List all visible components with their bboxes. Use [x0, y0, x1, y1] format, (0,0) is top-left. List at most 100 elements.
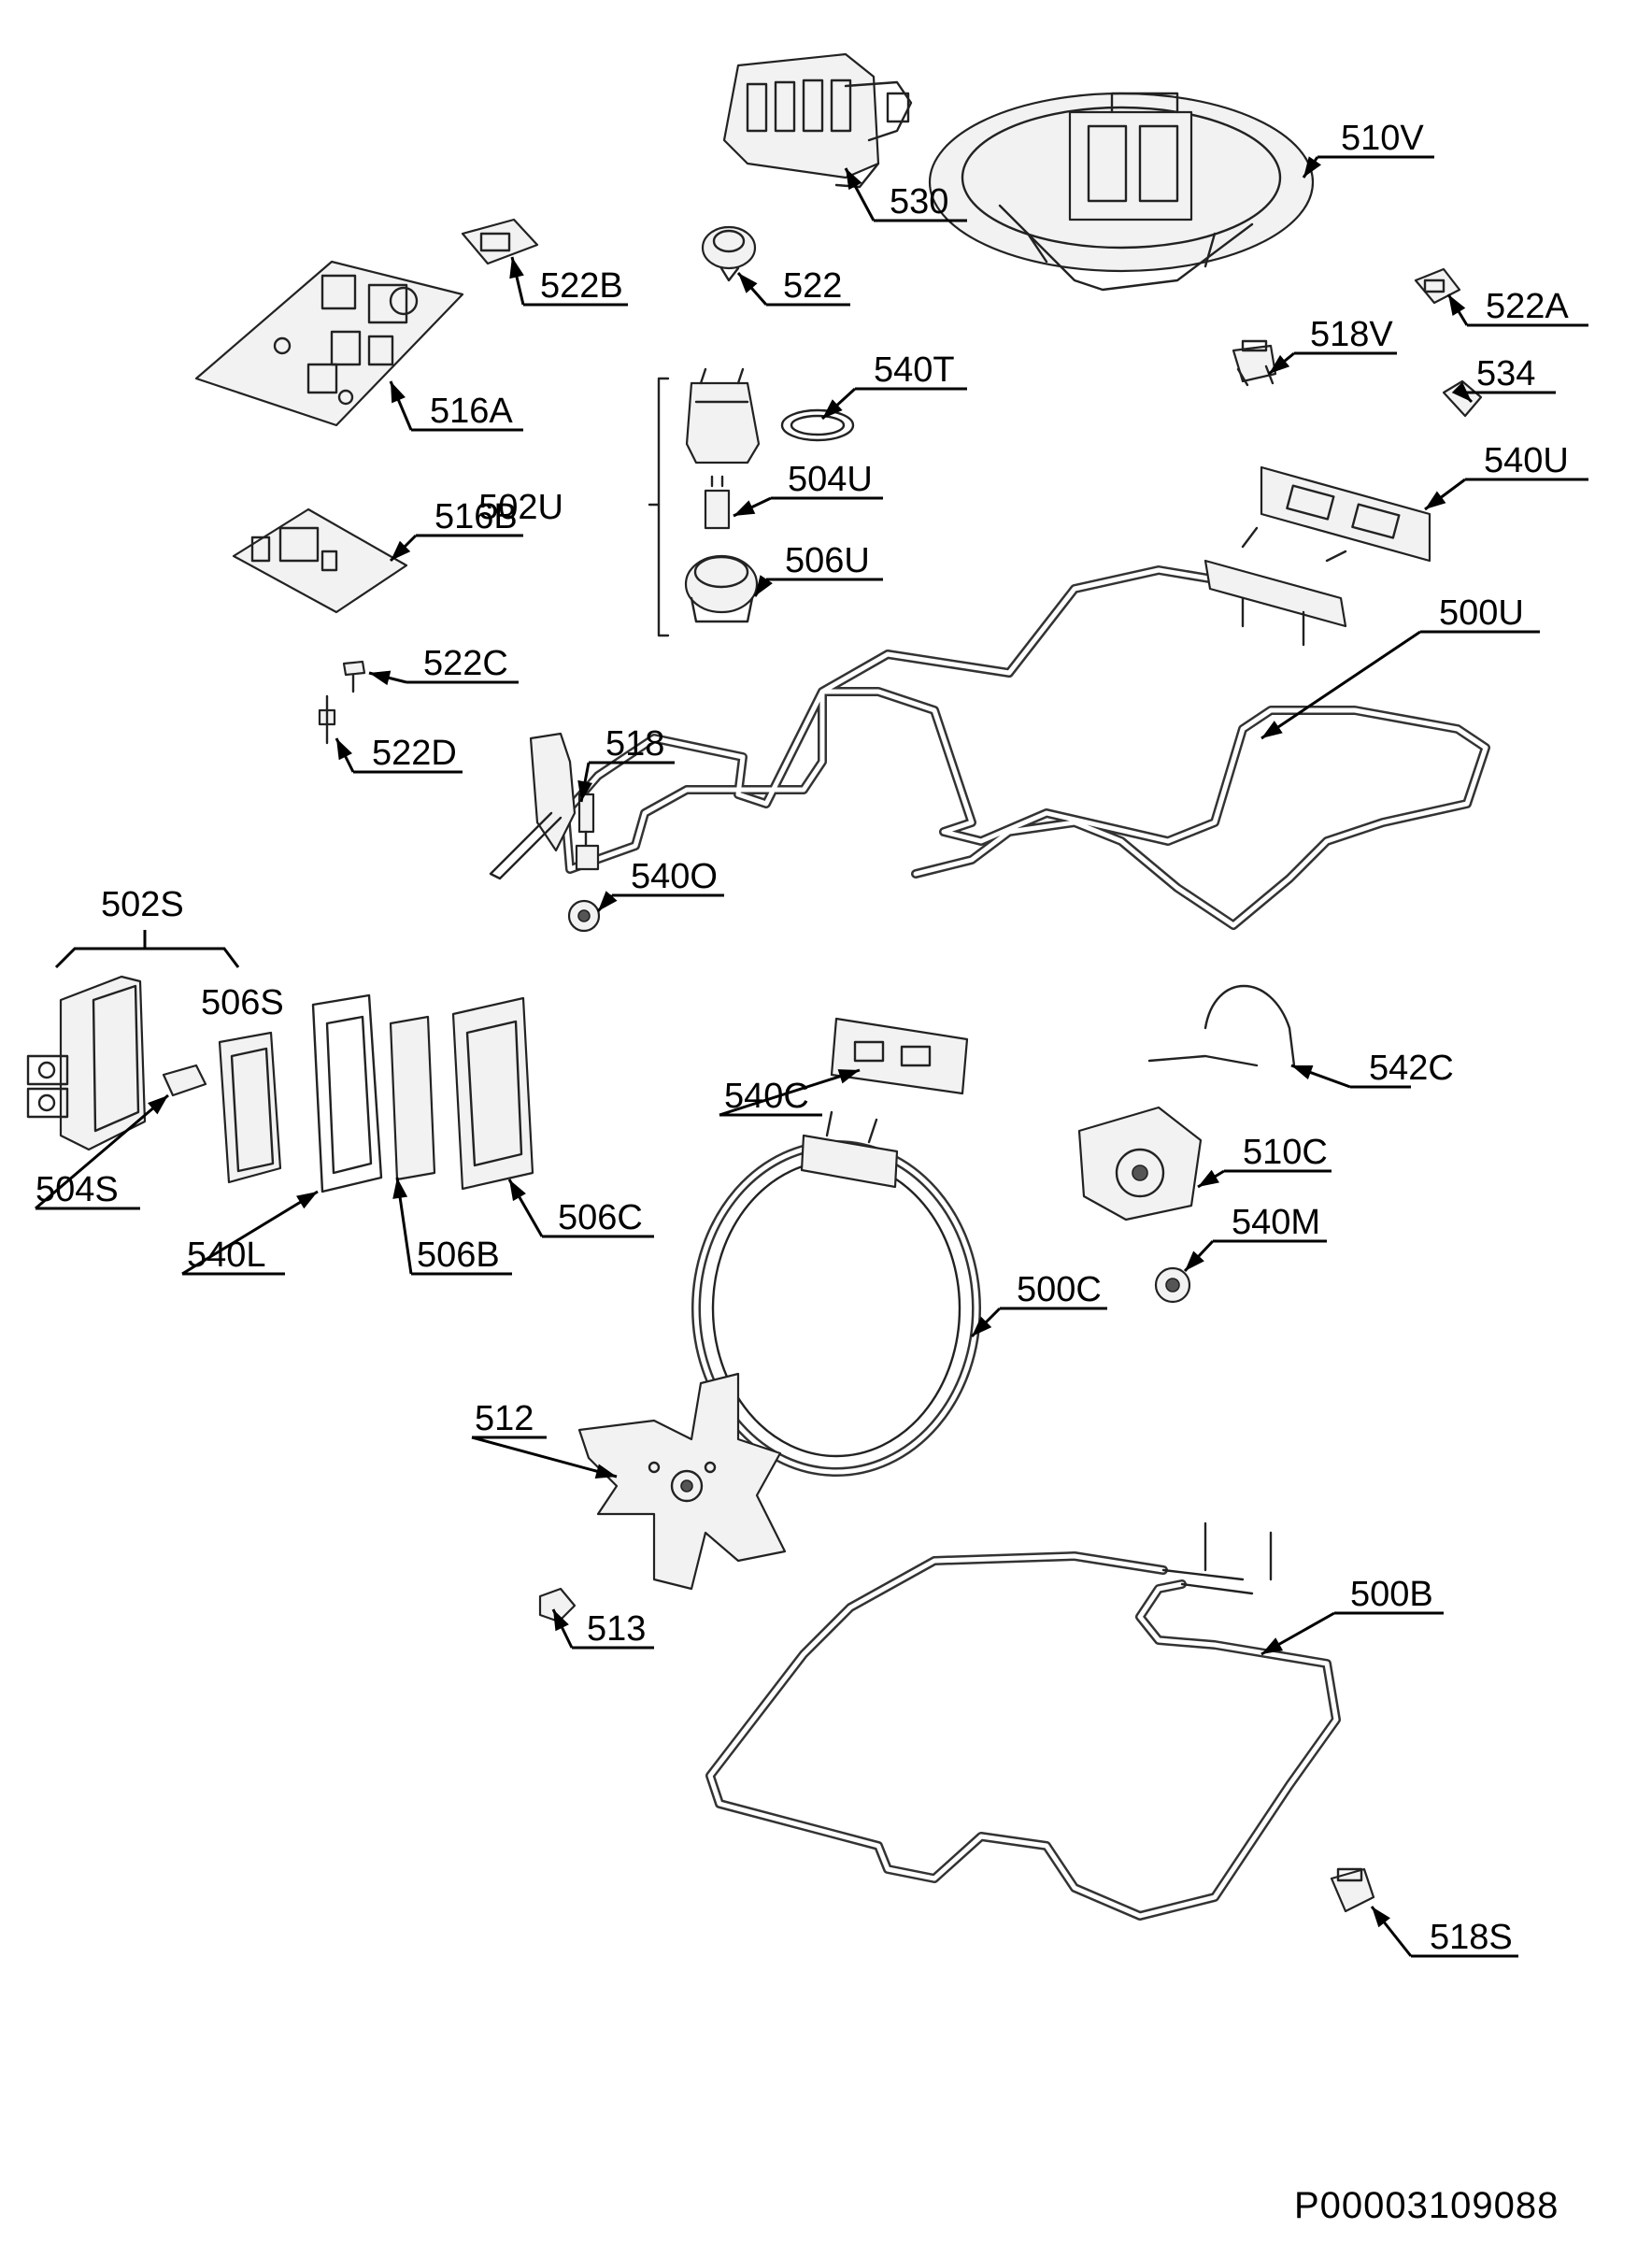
- callout-arrowhead: [972, 1316, 992, 1336]
- callout-arrowhead: [837, 1069, 860, 1084]
- callout-518V: 518V: [1268, 315, 1397, 376]
- callout-506C: 506C: [507, 1179, 654, 1238]
- callout-506S: 506S: [201, 983, 284, 1022]
- callout-542C: 542C: [1290, 1049, 1454, 1089]
- callout-540L: 540L: [181, 1190, 319, 1276]
- part-518S-thermostat: [1330, 1867, 1375, 1913]
- part-502S-switch-assembly: [26, 975, 147, 1151]
- callout-label-504S: 504S: [36, 1170, 119, 1209]
- callout-arrowhead: [509, 1179, 526, 1202]
- callout-label-510C: 510C: [1243, 1133, 1328, 1172]
- callout-arrowhead: [1448, 294, 1466, 316]
- callout-502S: 502S: [101, 885, 184, 924]
- callout-arrowhead: [1269, 354, 1290, 374]
- callout-label-512: 512: [475, 1399, 534, 1438]
- callout-522: 522: [736, 266, 850, 307]
- callout-arrowhead: [369, 670, 392, 686]
- callout-arrowhead: [733, 500, 756, 516]
- callout-504U: 504U: [733, 460, 883, 518]
- part-522B-clip: [461, 218, 539, 265]
- part-513-nut: [538, 1587, 577, 1623]
- part-506B-glass: [389, 1015, 436, 1181]
- callout-arrowhead: [846, 168, 862, 191]
- callout-label-502U: 502U: [478, 488, 563, 527]
- callout-522D: 522D: [335, 734, 463, 774]
- callout-504S: 504S: [35, 1093, 169, 1210]
- callout-arrowhead: [1372, 1907, 1390, 1928]
- part-502U-lamp-assembly: [648, 367, 761, 637]
- callout-label-522B: 522B: [540, 266, 623, 306]
- callout-leader: [181, 1190, 319, 1276]
- callout-arrowhead: [336, 738, 352, 761]
- callout-516B: 516B: [389, 497, 523, 563]
- callout-arrowhead: [1291, 1065, 1314, 1080]
- callout-arrowhead: [1451, 381, 1472, 402]
- callout-506B: 506B: [392, 1177, 512, 1276]
- callout-label-516A: 516A: [430, 392, 513, 431]
- part-540M-bushing: [1154, 1266, 1191, 1304]
- callout-arrowhead: [822, 399, 843, 419]
- callout-leader: [35, 1093, 169, 1210]
- callout-label-516B: 516B: [434, 497, 518, 536]
- callout-leader: [471, 1436, 618, 1479]
- callout-arrowhead: [598, 891, 618, 911]
- drawing-code: P00003109088: [1294, 2185, 1559, 2226]
- callout-502U: 502U: [478, 488, 563, 527]
- callout-label-540L: 540L: [187, 1236, 266, 1275]
- callout-label-522D: 522D: [372, 734, 457, 773]
- callout-label-506U: 506U: [785, 541, 870, 580]
- callout-label-540C: 540C: [724, 1077, 809, 1116]
- callout-arrowhead: [391, 540, 411, 561]
- callout-arrowhead: [1303, 156, 1322, 178]
- callout-arrowhead: [1261, 721, 1283, 738]
- callout-arrowhead: [392, 1178, 408, 1199]
- callout-512: 512: [471, 1399, 618, 1479]
- part-542C-clip: [1147, 984, 1296, 1067]
- callout-arrowhead: [391, 381, 406, 404]
- part-500C-circular-element: [691, 1110, 981, 1477]
- callout-534: 534: [1451, 354, 1556, 404]
- callout-label-540T: 540T: [874, 350, 955, 390]
- callout-522B: 522B: [509, 256, 628, 307]
- callout-arrowhead: [1198, 1169, 1219, 1187]
- callout-label-504U: 504U: [788, 460, 873, 499]
- callout-label-518: 518: [605, 724, 664, 764]
- callout-label-502S: 502S: [101, 885, 184, 924]
- part-504S-connector: [162, 1064, 207, 1097]
- callout-label-500B: 500B: [1350, 1575, 1433, 1614]
- part-540L-gasket: [311, 993, 383, 1193]
- callout-arrowhead: [1425, 491, 1446, 509]
- callout-arrowhead: [296, 1192, 318, 1209]
- part-518V-thermostat: [1232, 339, 1277, 387]
- callout-label-510V: 510V: [1341, 119, 1424, 158]
- callout-513: 513: [551, 1608, 654, 1650]
- callout-arrowhead: [1185, 1250, 1204, 1271]
- callout-540O: 540O: [596, 857, 724, 912]
- callout-label-513: 513: [587, 1609, 646, 1649]
- part-540T-gasket-ring: [780, 408, 855, 442]
- callout-arrowhead: [509, 257, 524, 279]
- callout-arrowhead: [755, 575, 773, 596]
- callout-label-540O: 540O: [631, 857, 718, 896]
- callout-516A: 516A: [389, 380, 523, 432]
- callout-518: 518: [577, 724, 675, 803]
- callout-label-522: 522: [783, 266, 842, 306]
- part-534-knob: [1442, 379, 1483, 418]
- callout-label-500C: 500C: [1017, 1270, 1102, 1309]
- callout-506U: 506U: [753, 541, 883, 597]
- part-510C-motor: [1077, 1106, 1203, 1222]
- callout-arrowhead: [738, 273, 758, 293]
- part-510V-fan-motor: [928, 92, 1315, 292]
- part-506C-frame: [451, 996, 534, 1191]
- part-530-terminal-block: [722, 52, 913, 189]
- callout-500U: 500U: [1260, 593, 1540, 740]
- callout-510C: 510C: [1197, 1133, 1332, 1189]
- callout-arrowhead: [577, 779, 592, 802]
- callout-540T: 540T: [820, 350, 967, 421]
- part-506S-button-frame: [218, 1031, 282, 1184]
- callout-label-518V: 518V: [1310, 315, 1393, 354]
- part-500U-upper-element: [561, 526, 1490, 930]
- part-500B-lower-element: [705, 1522, 1341, 1921]
- part-512-fan-blade: [577, 1372, 787, 1591]
